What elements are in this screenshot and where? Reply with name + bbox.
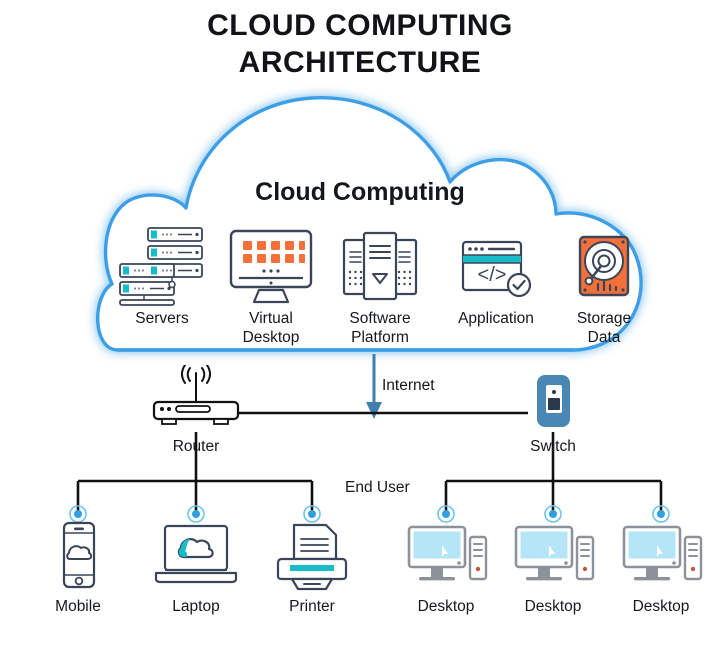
end-user-label: End User xyxy=(339,479,416,497)
switch-node[interactable]: Switch xyxy=(513,373,593,456)
code-window-icon: </> xyxy=(443,228,549,306)
harddrive-icon xyxy=(556,228,652,306)
device-label: Desktop xyxy=(632,598,690,615)
cloud-service-servers[interactable]: Servers xyxy=(110,227,214,329)
page-title: CLOUD COMPUTING ARCHITECTURE xyxy=(0,8,720,81)
device-label: Mobile xyxy=(55,598,101,615)
smartphone-icon xyxy=(38,521,118,596)
cloud-service-label-line1: Virtual xyxy=(249,310,293,327)
cloud-service-storage-data[interactable]: Storage Data xyxy=(556,228,652,347)
cloud-service-label-line2: Desktop xyxy=(242,328,300,346)
desktop-computer-icon xyxy=(616,521,706,596)
device-mobile[interactable]: Mobile xyxy=(38,521,118,616)
internet-label: Internet xyxy=(382,377,435,394)
device-laptop[interactable]: Laptop xyxy=(148,521,244,616)
device-desktop-2[interactable]: Desktop xyxy=(508,521,598,616)
cloud-service-software-platform[interactable]: Software Platform xyxy=(328,228,432,347)
cloud-service-label: Storage Data xyxy=(556,310,652,347)
connector-dots xyxy=(69,505,670,523)
router-node[interactable]: Router xyxy=(146,364,246,456)
cloud-service-application[interactable]: </> Application xyxy=(443,228,549,329)
switch-icon xyxy=(513,373,593,436)
cloud-service-label-line1: Storage xyxy=(576,310,632,327)
cloud-service-label: Application xyxy=(458,310,534,327)
device-desktop-1[interactable]: Desktop xyxy=(401,521,491,616)
software-stack-icon xyxy=(328,228,432,306)
router-icon xyxy=(146,364,246,436)
desktop-computer-icon xyxy=(401,521,491,596)
cloud-service-label-line2: Data xyxy=(587,328,621,346)
laptop-icon xyxy=(148,521,244,596)
page-title-line1: CLOUD COMPUTING xyxy=(207,9,513,42)
switch-label: Switch xyxy=(530,438,576,455)
router-label: Router xyxy=(172,438,220,455)
cloud-service-label-line1: Software xyxy=(349,310,411,327)
device-printer[interactable]: Printer xyxy=(268,521,356,616)
cloud-heading: Cloud Computing xyxy=(255,178,465,206)
device-desktop-3[interactable]: Desktop xyxy=(616,521,706,616)
servers-icon xyxy=(110,227,214,306)
device-label: Laptop xyxy=(172,598,220,615)
internet-arrow xyxy=(366,354,382,419)
device-label: Printer xyxy=(289,598,335,615)
cloud-service-virtual-desktop[interactable]: Virtual Desktop xyxy=(218,228,324,347)
page-title-line2: ARCHITECTURE xyxy=(238,45,482,79)
device-label: Desktop xyxy=(417,598,475,615)
cloud-service-label: Servers xyxy=(135,310,189,327)
cloud-service-label: Software Platform xyxy=(328,310,432,347)
cloud-service-label-line2: Platform xyxy=(351,328,409,346)
desktop-computer-icon xyxy=(508,521,598,596)
printer-icon xyxy=(268,521,356,596)
cloud-service-label: Virtual Desktop xyxy=(218,310,324,347)
svg-text:</>: </> xyxy=(478,264,507,286)
device-label: Desktop xyxy=(524,598,582,615)
monitor-icon xyxy=(218,228,324,306)
